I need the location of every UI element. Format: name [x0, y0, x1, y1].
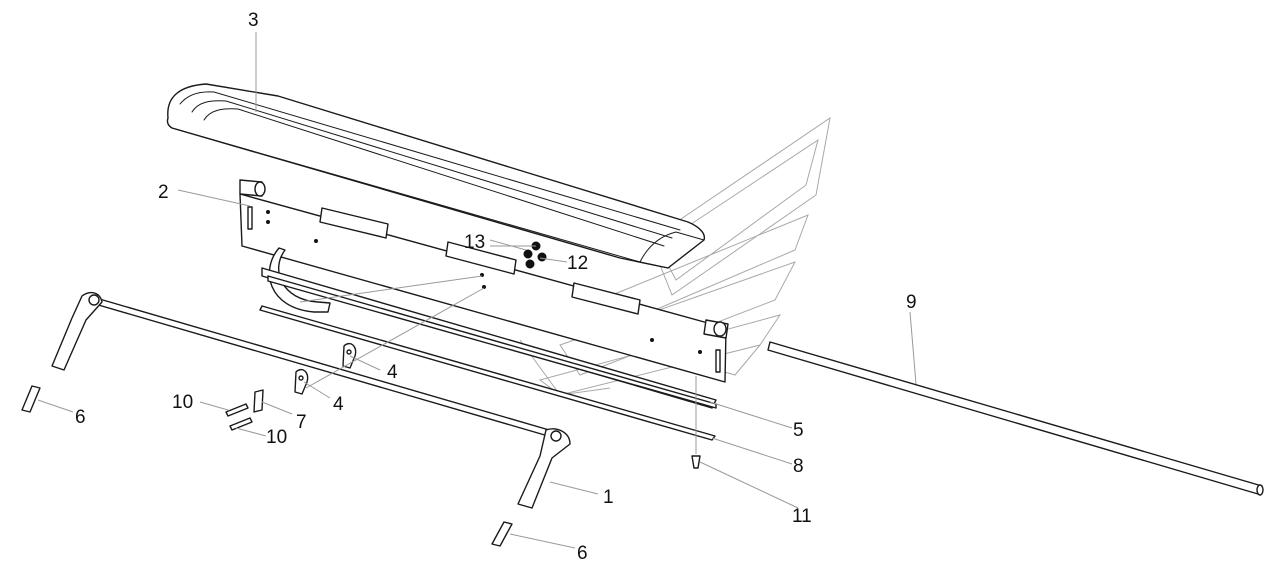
part-9-rod — [767, 341, 1264, 496]
callout-8: 8 — [793, 456, 804, 477]
callout-12: 12 — [567, 253, 588, 274]
part-8-plate — [267, 275, 717, 409]
callout-11: 11 — [792, 506, 812, 527]
callout-6-bottom: 6 — [577, 543, 588, 564]
callout-4-lower: 4 — [333, 394, 344, 415]
part-11-bolt — [691, 455, 701, 469]
part-6-pads — [21, 385, 513, 547]
callout-5: 5 — [793, 420, 804, 441]
part-7-plate — [253, 389, 264, 413]
callouts: 3 2 13 12 4 4 9 5 8 11 1 6 6 7 10 10 — [75, 10, 917, 564]
part-3-top-cover — [166, 83, 706, 269]
callout-10-upper: 10 — [172, 392, 193, 413]
callout-4-upper: 4 — [387, 362, 398, 383]
callout-13: 13 — [464, 232, 485, 253]
part-5-strip — [259, 305, 716, 441]
callout-1: 1 — [603, 487, 614, 508]
part-10-bolts — [225, 403, 253, 431]
callout-3: 3 — [248, 10, 259, 31]
callout-10-lower: 10 — [266, 427, 287, 448]
callout-2: 2 — [158, 182, 169, 203]
callout-7: 7 — [296, 412, 307, 433]
leader-lines — [37, 32, 917, 549]
part-1-shaft-levers — [51, 291, 571, 509]
callout-6-left: 6 — [75, 407, 86, 428]
callout-9: 9 — [906, 292, 917, 313]
